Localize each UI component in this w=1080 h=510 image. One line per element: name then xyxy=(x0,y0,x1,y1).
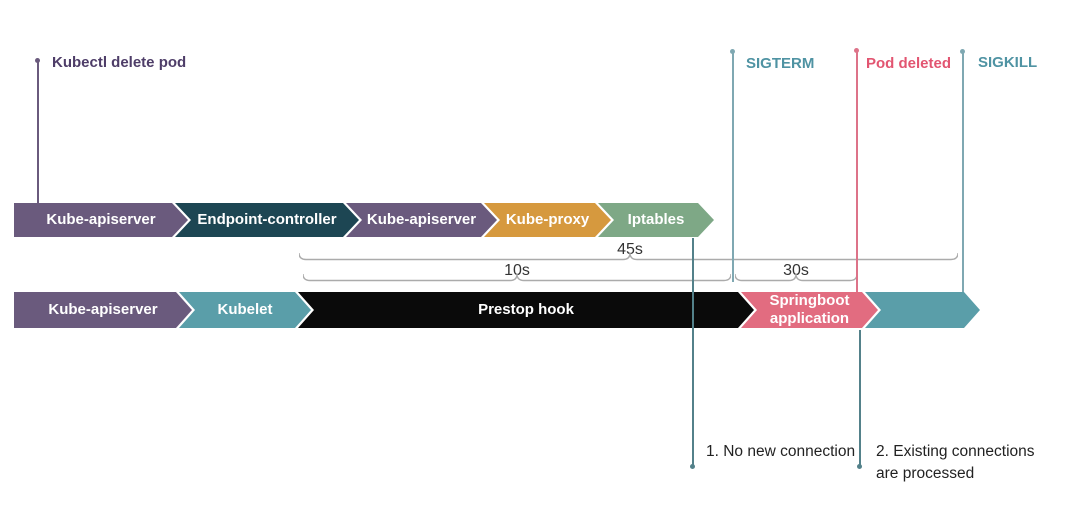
arrow-segment-label: Prestop hook xyxy=(478,301,574,318)
duration-label-45s: 45s xyxy=(617,241,643,258)
event-dot-existing-connections-marker xyxy=(857,463,863,469)
event-dot-pod-deleted xyxy=(854,47,860,53)
arrow-segment-label: Kubelet xyxy=(217,301,273,318)
arrow-segment-kube-apiserver-2: Kube-apiserver xyxy=(346,203,497,237)
event-dot-no-new-connection-marker xyxy=(690,463,696,469)
arrow-segment-label: Endpoint-controller xyxy=(197,211,337,228)
arrow-segment-endpoint-controller: Endpoint-controller xyxy=(175,203,359,237)
event-dot-sigterm xyxy=(730,48,736,54)
duration-brace-45s xyxy=(299,252,958,261)
event-line-sigkill xyxy=(962,51,964,292)
event-label-sigterm: SIGTERM xyxy=(746,55,815,72)
arrow-segment-kube-apiserver-1: Kube-apiserver xyxy=(14,203,188,237)
event-label-sigkill: SIGKILL xyxy=(978,54,1038,71)
annotation-existing-connections: 2. Existing connections are processed xyxy=(876,443,1035,483)
arrow-segment-kube-apiserver-3: Kube-apiserver xyxy=(14,292,192,328)
event-label-pod-deleted: Pod deleted xyxy=(866,55,952,72)
arrow-segment-label: Iptables xyxy=(627,211,685,228)
arrow-segment-springboot-application: Springboot application xyxy=(741,292,878,328)
event-line-pod-deleted xyxy=(856,50,858,292)
event-line-sigterm xyxy=(732,51,734,282)
arrow-segment-prestop-hook: Prestop hook xyxy=(298,292,754,328)
duration-brace-30s xyxy=(735,273,857,282)
event-dot-sigkill xyxy=(960,48,966,54)
arrow-segment-label: Springboot application xyxy=(769,292,850,327)
arrow-segment-iptables: Iptables xyxy=(598,203,714,237)
arrow-segment-label: Kube-proxy xyxy=(505,211,590,228)
arrow-segment-kubelet: Kubelet xyxy=(179,292,311,328)
arrow-segment-label: Kube-apiserver xyxy=(48,301,158,318)
arrow-segment-kube-proxy: Kube-proxy xyxy=(484,203,611,237)
annotation-no-new-connection: 1. No new connection xyxy=(706,443,856,460)
arrow-segment-grace-tail xyxy=(865,292,980,328)
duration-brace-10s xyxy=(303,273,731,282)
event-line-kubectl-delete-pod xyxy=(37,60,39,203)
duration-label-10s: 10s xyxy=(504,262,530,279)
event-label-kubectl-delete-pod: Kubectl delete pod xyxy=(52,54,187,71)
event-line-existing-connections-marker xyxy=(859,330,861,466)
arrow-segment-label: Kube-apiserver xyxy=(366,211,477,228)
duration-label-30s: 30s xyxy=(783,262,809,279)
arrow-segment-label: Kube-apiserver xyxy=(46,211,156,228)
event-line-no-new-connection-marker xyxy=(692,238,694,466)
event-dot-kubectl-delete-pod xyxy=(35,57,41,63)
